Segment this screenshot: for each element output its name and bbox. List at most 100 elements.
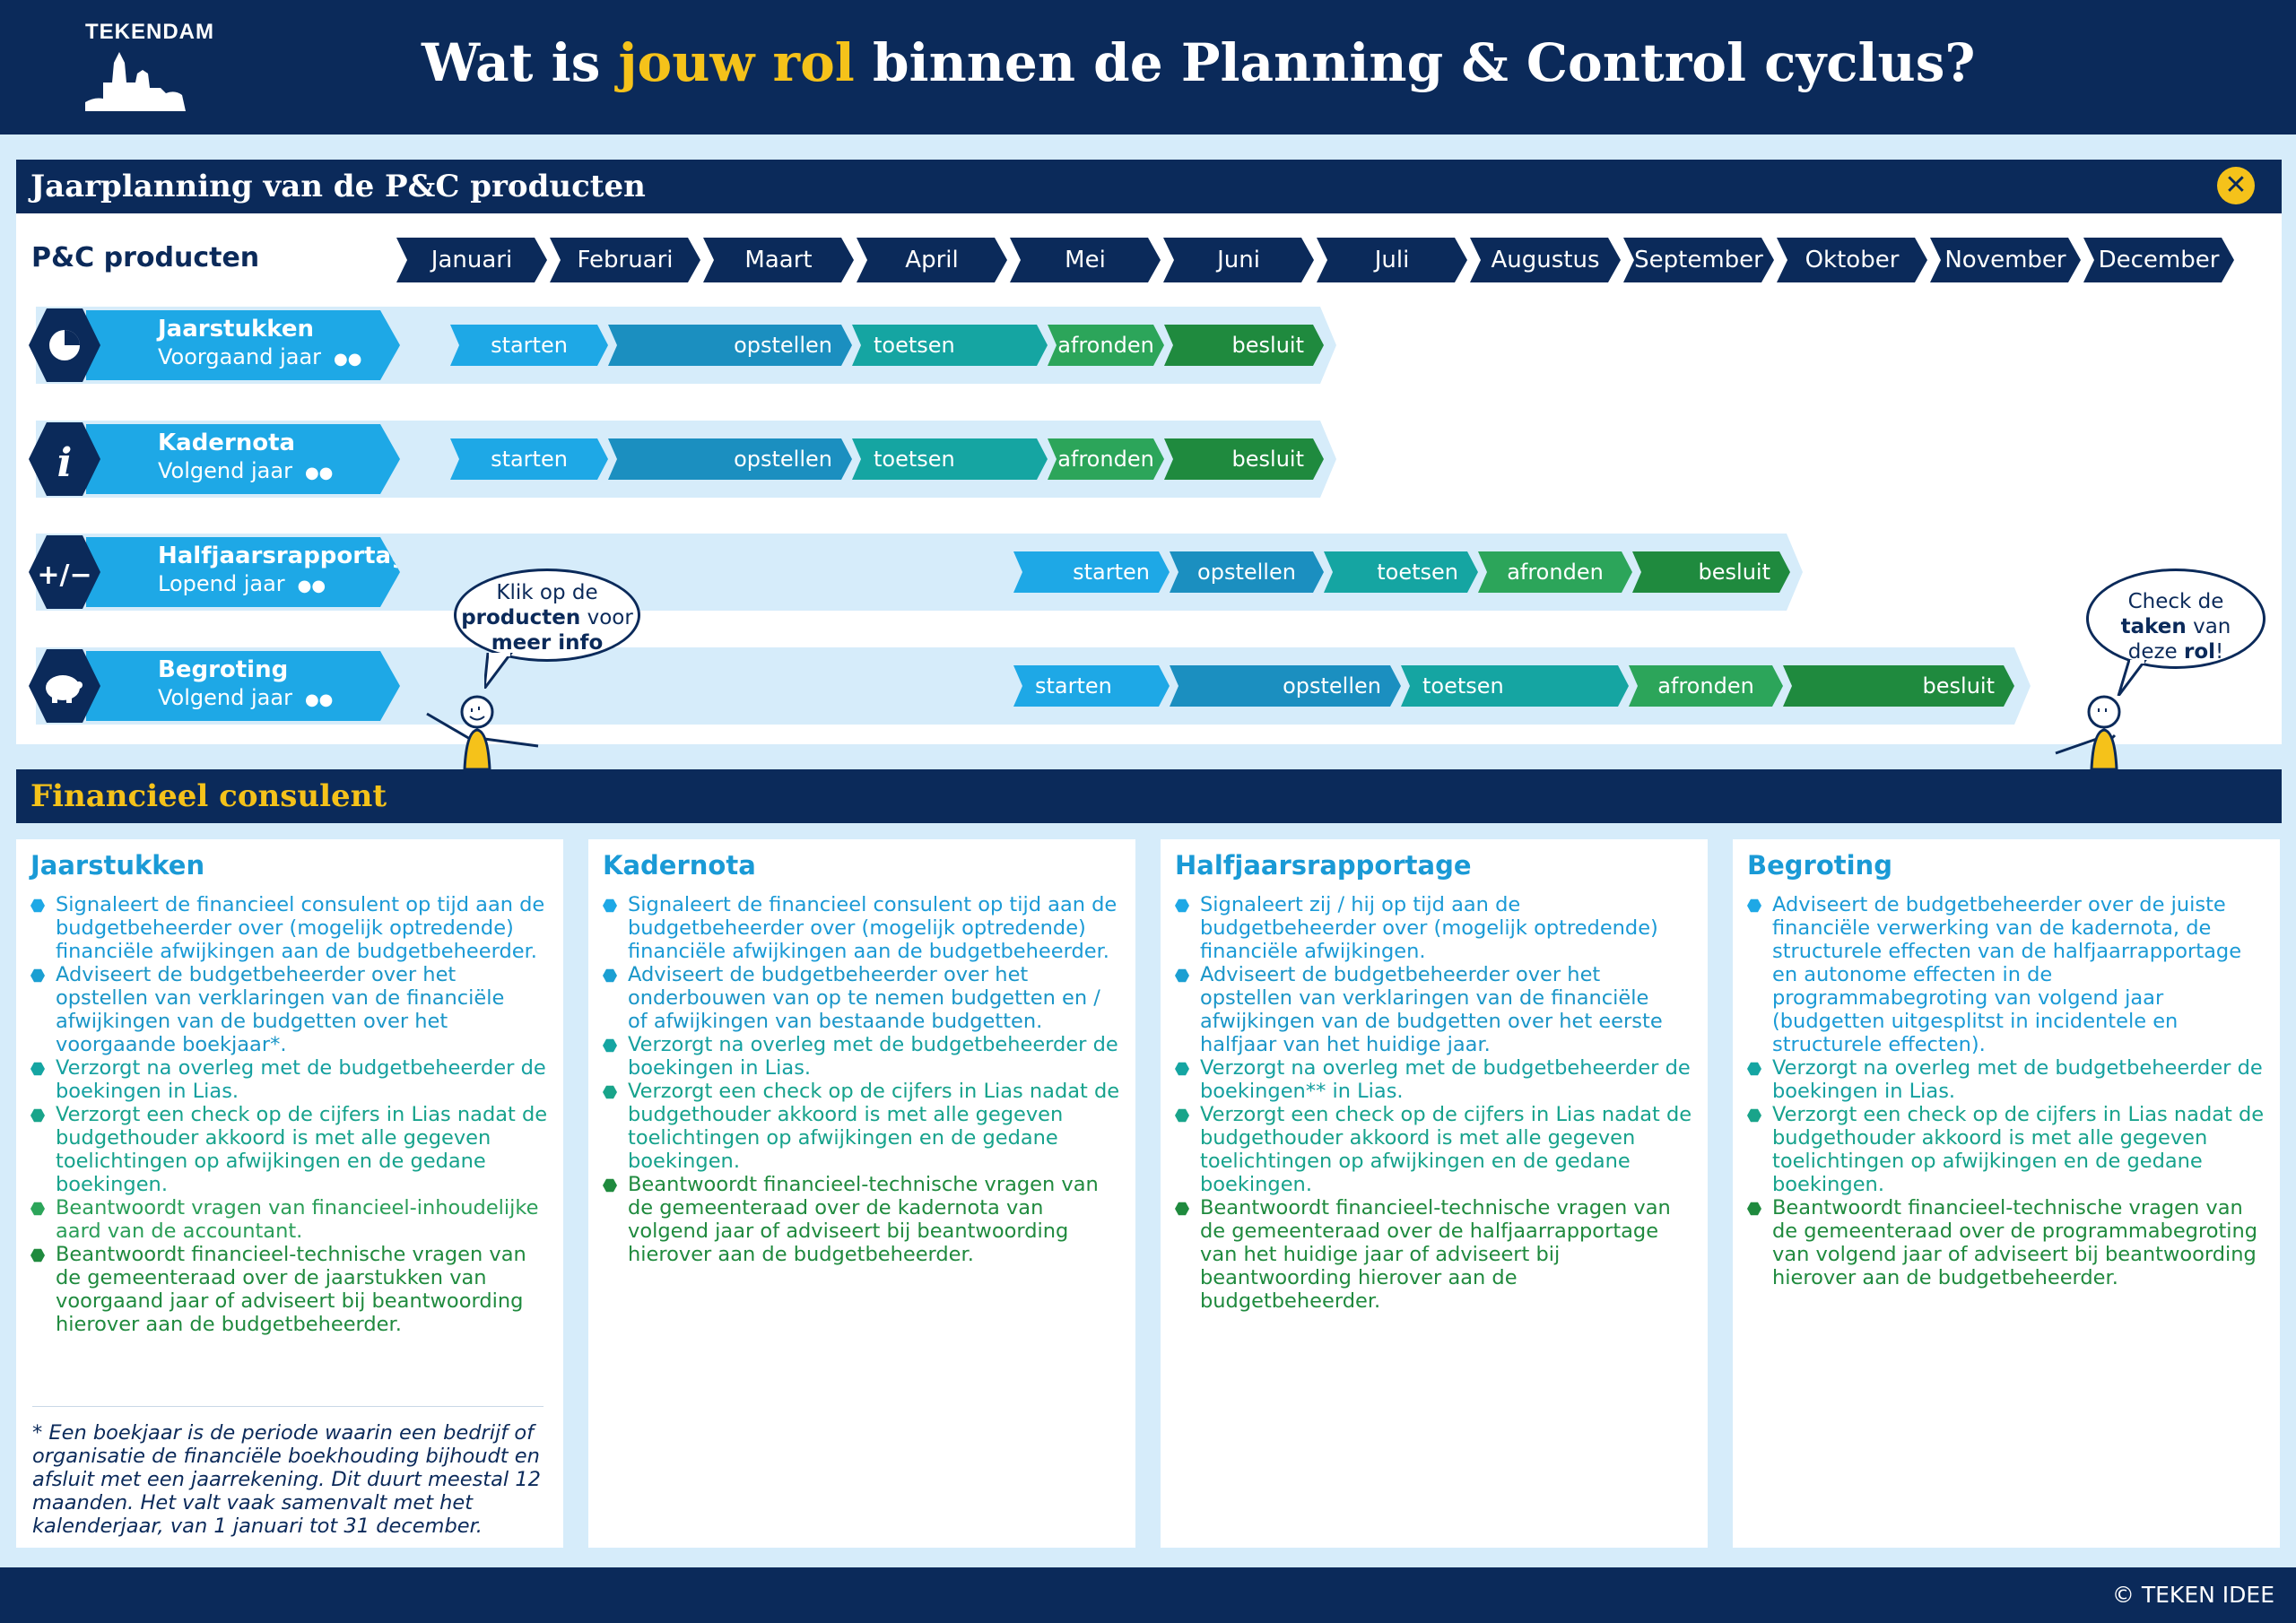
list-item: Beantwoordt financieel-technische vragen… bbox=[1175, 1196, 1695, 1313]
phase-starten: starten bbox=[450, 325, 608, 366]
list-item: Signaleert de financieel consulent op ti… bbox=[603, 893, 1123, 963]
planning-title: Jaarplanning van de P&C producten bbox=[30, 169, 646, 204]
eyes-icon: ●● bbox=[334, 350, 362, 369]
product-sub: Volgend jaar●● bbox=[158, 685, 334, 710]
hexagon-bullet-icon bbox=[1175, 1062, 1189, 1076]
month-oktober: Oktober bbox=[1777, 238, 1927, 282]
month-juni: Juni bbox=[1163, 238, 1314, 282]
month-augustus: Augustus bbox=[1470, 238, 1621, 282]
pc-producten-label: P&C producten bbox=[31, 242, 260, 273]
month-juli: Juli bbox=[1317, 238, 1467, 282]
phase-afronden: afronden bbox=[1048, 438, 1164, 480]
phase-afronden: afronden bbox=[1629, 665, 1783, 707]
task-list: Signaleert de financieel consulent op ti… bbox=[603, 893, 1123, 1266]
list-item: Adviseert de budgetbeheerder over het op… bbox=[1175, 963, 1695, 1056]
hexagon-bullet-icon bbox=[603, 1178, 617, 1193]
stick-figure-left-icon bbox=[426, 695, 539, 769]
hexagon-bullet-icon bbox=[1747, 1062, 1761, 1076]
product-sub: Lopend jaar●● bbox=[158, 571, 326, 596]
info-bubble-right: Check de taken van deze rol! bbox=[2086, 568, 2266, 669]
hexagon-bullet-icon bbox=[30, 1062, 45, 1076]
list-item: Adviseert de budgetbeheerder over het op… bbox=[30, 963, 551, 1056]
hexagon-bullet-icon bbox=[30, 1108, 45, 1123]
footer: © TEKEN IDEE bbox=[0, 1567, 2296, 1623]
castle-logo-icon bbox=[85, 52, 186, 111]
hexagon-bullet-icon bbox=[30, 898, 45, 913]
hexagon-bullet-icon bbox=[30, 1202, 45, 1216]
month-november: November bbox=[1930, 238, 2081, 282]
phase-afronden: afronden bbox=[1478, 551, 1632, 593]
hexagon-bullet-icon bbox=[1175, 898, 1189, 913]
list-item: Verzorgt een check op de cijfers in Lias… bbox=[603, 1080, 1123, 1173]
eyes-icon: ●● bbox=[304, 690, 334, 709]
list-item: Beantwoordt financieel-technische vragen… bbox=[603, 1173, 1123, 1266]
role-title-bar: Financieel consulent bbox=[16, 769, 2282, 823]
column-title: Kadernota bbox=[603, 850, 756, 881]
list-item: Verzorgt na overleg met de budgetbeheerd… bbox=[30, 1056, 551, 1103]
page-title: Wat is jouw rol binnen de Planning & Con… bbox=[422, 32, 1976, 93]
list-item: Verzorgt na overleg met de budgetbeheerd… bbox=[1175, 1056, 1695, 1103]
phase-opstellen: opstellen bbox=[608, 438, 852, 480]
hexagon-bullet-icon bbox=[603, 968, 617, 983]
month-mei: Mei bbox=[1010, 238, 1161, 282]
product-sub: Volgend jaar●● bbox=[158, 458, 334, 483]
list-item: Adviseert de budgetbeheerder over de jui… bbox=[1747, 893, 2267, 1056]
hexagon-bullet-icon bbox=[1175, 968, 1189, 983]
list-item: Verzorgt na overleg met de budgetbeheerd… bbox=[1747, 1056, 2267, 1103]
hexagon-bullet-icon bbox=[603, 1085, 617, 1099]
hexagon-bullet-icon bbox=[1747, 1108, 1761, 1123]
info-bubble-left: Klik op de producten voor meer info bbox=[454, 568, 640, 662]
month-februari: Februari bbox=[550, 238, 700, 282]
role-title: Financieel consulent bbox=[30, 778, 387, 814]
logo-text: TEKENDAM bbox=[85, 20, 214, 44]
bubble-tail-right-icon bbox=[2117, 660, 2147, 696]
phase-toetsen: toetsen bbox=[1401, 665, 1629, 707]
column-title: Jaarstukken bbox=[30, 850, 205, 881]
footnote: * Een boekjaar is de periode waarin een … bbox=[32, 1406, 544, 1538]
list-item: Beantwoordt financieel-technische vragen… bbox=[30, 1243, 551, 1336]
eyes-icon: ●● bbox=[297, 577, 326, 595]
product-sub: Voorgaand jaar●● bbox=[158, 344, 362, 369]
list-item: Beantwoordt vragen van financieel-inhoud… bbox=[30, 1196, 551, 1243]
planning-title-bar: Jaarplanning van de P&C producten ✕ bbox=[16, 160, 2282, 213]
task-list: Signaleert de financieel consulent op ti… bbox=[30, 893, 551, 1336]
month-september: September bbox=[1623, 238, 1774, 282]
phase-starten: starten bbox=[1013, 551, 1170, 593]
list-item: Adviseert de budgetbeheerder over het on… bbox=[603, 963, 1123, 1033]
phase-afronden: afronden bbox=[1048, 325, 1164, 366]
phase-toetsen: toetsen bbox=[852, 325, 1048, 366]
column-title: Begroting bbox=[1747, 850, 1892, 881]
month-januari: Januari bbox=[396, 238, 547, 282]
hexagon-bullet-icon bbox=[30, 1248, 45, 1263]
phase-toetsen: toetsen bbox=[852, 438, 1048, 480]
list-item: Verzorgt na overleg met de budgetbeheerd… bbox=[603, 1033, 1123, 1080]
info-icon: i bbox=[29, 422, 100, 496]
hexagon-bullet-icon bbox=[1747, 1202, 1761, 1216]
eyes-icon: ●● bbox=[304, 464, 334, 482]
close-button[interactable]: ✕ bbox=[2217, 167, 2255, 204]
list-item: Verzorgt een check op de cijfers in Lias… bbox=[30, 1103, 551, 1196]
phase-opstellen: opstellen bbox=[1170, 665, 1401, 707]
hexagon-bullet-icon bbox=[603, 898, 617, 913]
task-list: Signaleert zij / hij op tijd aan de budg… bbox=[1175, 893, 1695, 1313]
phase-besluit: besluit bbox=[1783, 665, 2014, 707]
phase-opstellen: opstellen bbox=[608, 325, 852, 366]
stick-figure-right-icon bbox=[2055, 695, 2121, 769]
svg-text:+/−: +/− bbox=[37, 560, 91, 591]
phase-starten: starten bbox=[450, 438, 608, 480]
product-name: Halfjaarsrapportage bbox=[158, 542, 424, 569]
list-item: Beantwoordt financieel-technische vragen… bbox=[1747, 1196, 2267, 1289]
phase-starten: starten bbox=[1013, 665, 1170, 707]
product-name: Jaarstukken bbox=[158, 316, 315, 343]
